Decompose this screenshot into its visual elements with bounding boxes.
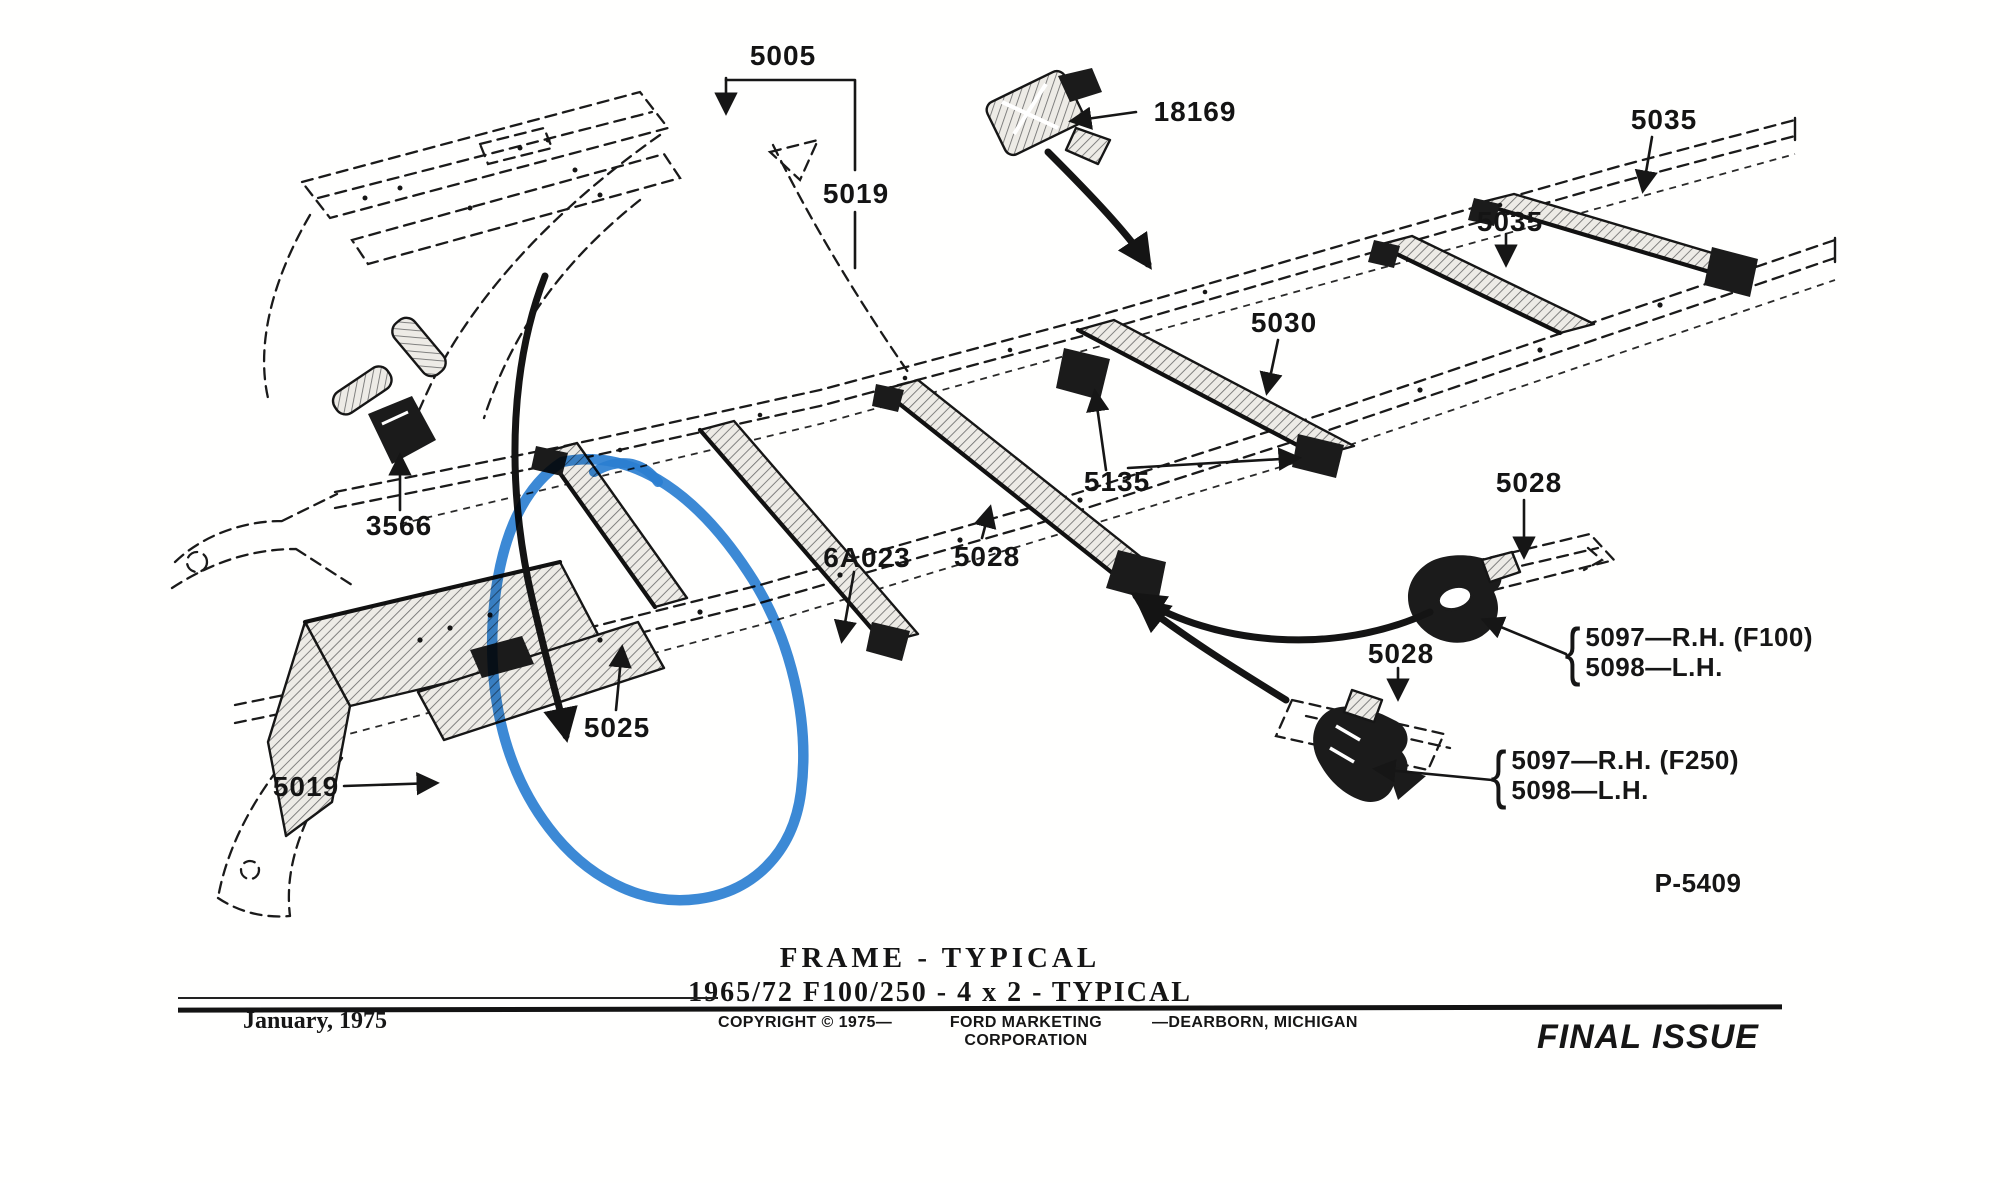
- variant-f250-line1: 5097—R.H. (F250): [1511, 745, 1740, 775]
- footer-rule-thin: [178, 997, 718, 999]
- crossmember-5028-center: [872, 378, 1166, 602]
- part-label-5028-right-lower: 5028: [1367, 638, 1435, 669]
- variant-f100-line2: 5098—L.H.: [1585, 652, 1723, 682]
- part-label-5028-right-upper: 5028: [1495, 467, 1563, 498]
- part-label-5025: 5025: [583, 712, 651, 743]
- flow-arrows: [511, 148, 1434, 743]
- figure-code: P-5409: [1654, 868, 1742, 898]
- variant-f100-line1: 5097—R.H. (F100): [1585, 622, 1814, 652]
- variant-label-f100: { 5097—R.H. (F100) 5098—L.H.: [1562, 615, 1814, 687]
- crossmember-6A023: [697, 419, 920, 661]
- publisher-text: FORD MARKETING CORPORATION: [950, 1014, 1102, 1050]
- highlight-circle: [486, 454, 809, 906]
- crossmember-5025: [531, 441, 689, 610]
- part-label-5019-top: 5019: [822, 178, 890, 209]
- figure-subtitle: 1965/72 F100/250 - 4 x 2 - TYPICAL: [688, 977, 1192, 1008]
- variant-f250-line2: 5098—L.H.: [1511, 775, 1649, 805]
- part-3566-drawing: [331, 316, 447, 464]
- title-block: FRAME - TYPICAL 1965/72 F100/250 - 4 x 2…: [688, 942, 1192, 1009]
- final-issue-stamp: FINAL ISSUE: [1537, 1018, 1759, 1056]
- leader-lines: [342, 76, 1658, 796]
- part-label-5005: 5005: [749, 40, 817, 71]
- part-label-5035-front: 5035: [1476, 206, 1544, 237]
- crossmember-5030: [1056, 318, 1356, 478]
- crossmember-5035-front: [1368, 234, 1596, 336]
- part-label-5019-bottom: 5019: [272, 771, 340, 802]
- highlight-loop: [486, 454, 809, 906]
- phantom-front-section: [262, 90, 910, 470]
- issue-date: January, 1975: [243, 1008, 388, 1034]
- rear-crossmember-f100-drawing: [1407, 532, 1617, 643]
- side-rail-5019-drawing: [266, 559, 666, 838]
- brace-glyph: {: [1564, 615, 1581, 687]
- part-label-5035-rear: 5035: [1630, 104, 1698, 135]
- part-label-3566: 3566: [365, 510, 433, 541]
- part-label-5030: 5030: [1250, 307, 1318, 338]
- brace-glyph: {: [1490, 738, 1507, 810]
- variant-label-f250: { 5097—R.H. (F250) 5098—L.H.: [1488, 738, 1740, 810]
- part-label-6A023: 6A023: [823, 542, 911, 573]
- publisher-line1: FORD MARKETING: [949, 1014, 1103, 1031]
- crossmember-5035-rear: [1468, 192, 1758, 297]
- part-label-5135: 5135: [1083, 466, 1151, 497]
- part-label-5028-center: 5028: [953, 541, 1021, 572]
- highlight-loop-overlap: [589, 458, 663, 487]
- part-label-18169: 18169: [1153, 96, 1237, 127]
- publisher-location: —DEARBORN, MICHIGAN: [1152, 1014, 1358, 1031]
- part-18169-drawing: [985, 68, 1112, 166]
- figure-title: FRAME - TYPICAL: [779, 942, 1101, 974]
- copyright-text: COPYRIGHT © 1975—: [718, 1014, 893, 1031]
- rear-crossmember-f250-drawing: [1274, 688, 1452, 803]
- publisher-line2: CORPORATION: [964, 1032, 1088, 1049]
